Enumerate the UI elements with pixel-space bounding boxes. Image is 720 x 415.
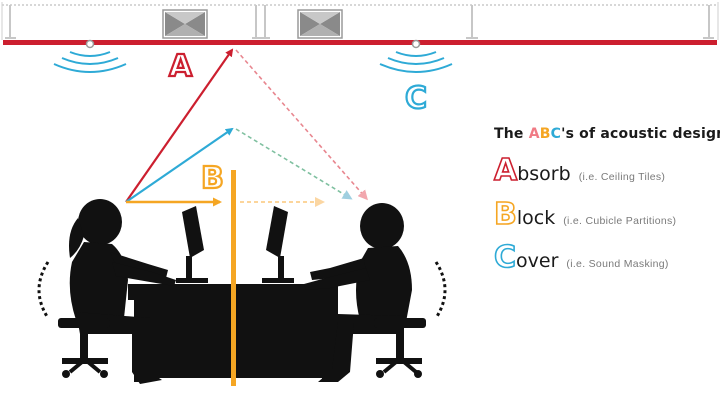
cubicle-partition [231, 170, 236, 386]
legend-title: The ABC's of acoustic design [494, 126, 720, 142]
monitor-left-icon [176, 206, 208, 283]
legend-word-cover: over [516, 250, 559, 272]
legend-note-cover: (i.e. Sound Masking) [566, 258, 669, 270]
path-cover-arrow [125, 127, 234, 203]
ceiling-light-icon [297, 9, 343, 39]
legend-title-suffix: 's of acoustic design [561, 126, 720, 142]
monitor-right-icon [262, 206, 294, 283]
left-chair-motion-icon [37, 261, 50, 319]
legend-title-letter-b: B [539, 126, 551, 142]
legend-letter-c: C [493, 240, 517, 275]
legend-title-letter-a: A [528, 126, 540, 142]
speaker-left-icon [53, 39, 127, 73]
legend-title-letter-c: C [550, 126, 562, 142]
marker-a: A [169, 49, 193, 84]
legend-word-block: lock [516, 207, 556, 229]
sound-paths [125, 48, 368, 207]
ceiling-grid [1, 2, 719, 40]
speaker-right-icon [379, 39, 453, 73]
ceiling-line [3, 40, 717, 45]
path-cover-dashed-arrow [235, 128, 353, 200]
marker-b: B [201, 161, 224, 196]
person-right [304, 203, 426, 382]
ceiling-light-icon [162, 9, 208, 39]
path-absorb-arrow [125, 48, 234, 203]
legend-note-block: (i.e. Cubicle Partitions) [563, 215, 677, 227]
right-chair-motion-icon [434, 261, 447, 319]
path-reflect-arrow [235, 49, 368, 201]
legend-letter-b: B [493, 197, 517, 232]
legend-letter-a: A [493, 153, 518, 188]
person-left [58, 199, 176, 384]
legend-title-prefix: The [494, 126, 529, 142]
legend-note-absorb: (i.e. Ceiling Tiles) [578, 171, 666, 183]
legend-word-absorb: bsorb [517, 163, 571, 185]
marker-c: C [405, 81, 427, 116]
